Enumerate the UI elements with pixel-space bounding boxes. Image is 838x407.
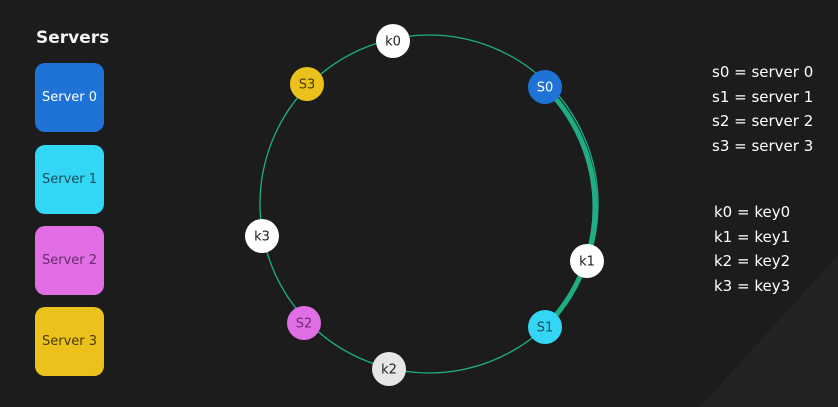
key-node-k1-label: k1 — [579, 255, 595, 270]
ring-node-k2: k2 — [372, 352, 406, 386]
key-legend-item: k0 = key0 — [714, 203, 791, 221]
server-node-s2-label: S2 — [296, 317, 313, 332]
key-legend-item: k3 = key3 — [714, 276, 791, 295]
ring-node-s2: S2 — [287, 306, 321, 340]
key-legend: k0 = key0 k1 = key1 k2 = key2 k3 = key3 — [714, 200, 790, 298]
ring-node-s0: S0 — [528, 70, 562, 104]
key-node-k2 — [372, 352, 406, 386]
key-legend-item: k2 = key2 — [714, 252, 791, 270]
server-node-s3-label: S3 — [299, 78, 316, 93]
key-node-k3-label: k3 — [254, 230, 270, 245]
server-legend-item: s2 = server 2 — [712, 112, 814, 130]
server-card-3: Server 3 — [35, 307, 104, 376]
hash-ring — [259, 34, 599, 374]
ring-node-s3: S3 — [290, 67, 324, 101]
key-node-k3 — [245, 219, 279, 253]
server-node-s0 — [528, 70, 562, 104]
ring-node-k0: k0 — [376, 24, 410, 58]
server-legend-item: s3 = server 3 — [712, 136, 814, 155]
server-node-s2 — [287, 306, 321, 340]
server-card-2: Server 2 — [35, 226, 104, 295]
key-node-k0 — [376, 24, 410, 58]
hash-ring-highlight-arc — [542, 84, 598, 330]
key-node-k1 — [570, 244, 604, 278]
ring-node-k3: k3 — [245, 219, 279, 253]
servers-heading: Servers — [36, 28, 110, 48]
server-legend-item: s1 = server 1 — [712, 87, 814, 106]
ring-node-s1: S1 — [528, 310, 562, 344]
ring-node-k1: k1 — [570, 244, 604, 278]
server-legend-item: s0 = server 0 — [712, 63, 814, 81]
server-node-s0-label: S0 — [537, 81, 554, 96]
server-card-label: Server 2 — [41, 253, 98, 268]
server-card-label: Server 0 — [41, 90, 98, 105]
key-node-k0-label: k0 — [385, 35, 401, 50]
server-card-label: Server 1 — [41, 172, 98, 187]
server-card-1: Server 1 — [35, 145, 104, 214]
key-legend-item: k1 = key1 — [714, 227, 791, 246]
server-card-label: Server 3 — [41, 334, 98, 349]
server-node-s1 — [528, 310, 562, 344]
server-legend: s0 = server 0 s1 = server 1 s2 = server … — [712, 60, 813, 158]
server-card-0: Server 0 — [35, 63, 104, 132]
server-node-s3 — [290, 67, 324, 101]
server-node-s1-label: S1 — [537, 321, 554, 336]
key-node-k2-label: k2 — [381, 363, 397, 378]
